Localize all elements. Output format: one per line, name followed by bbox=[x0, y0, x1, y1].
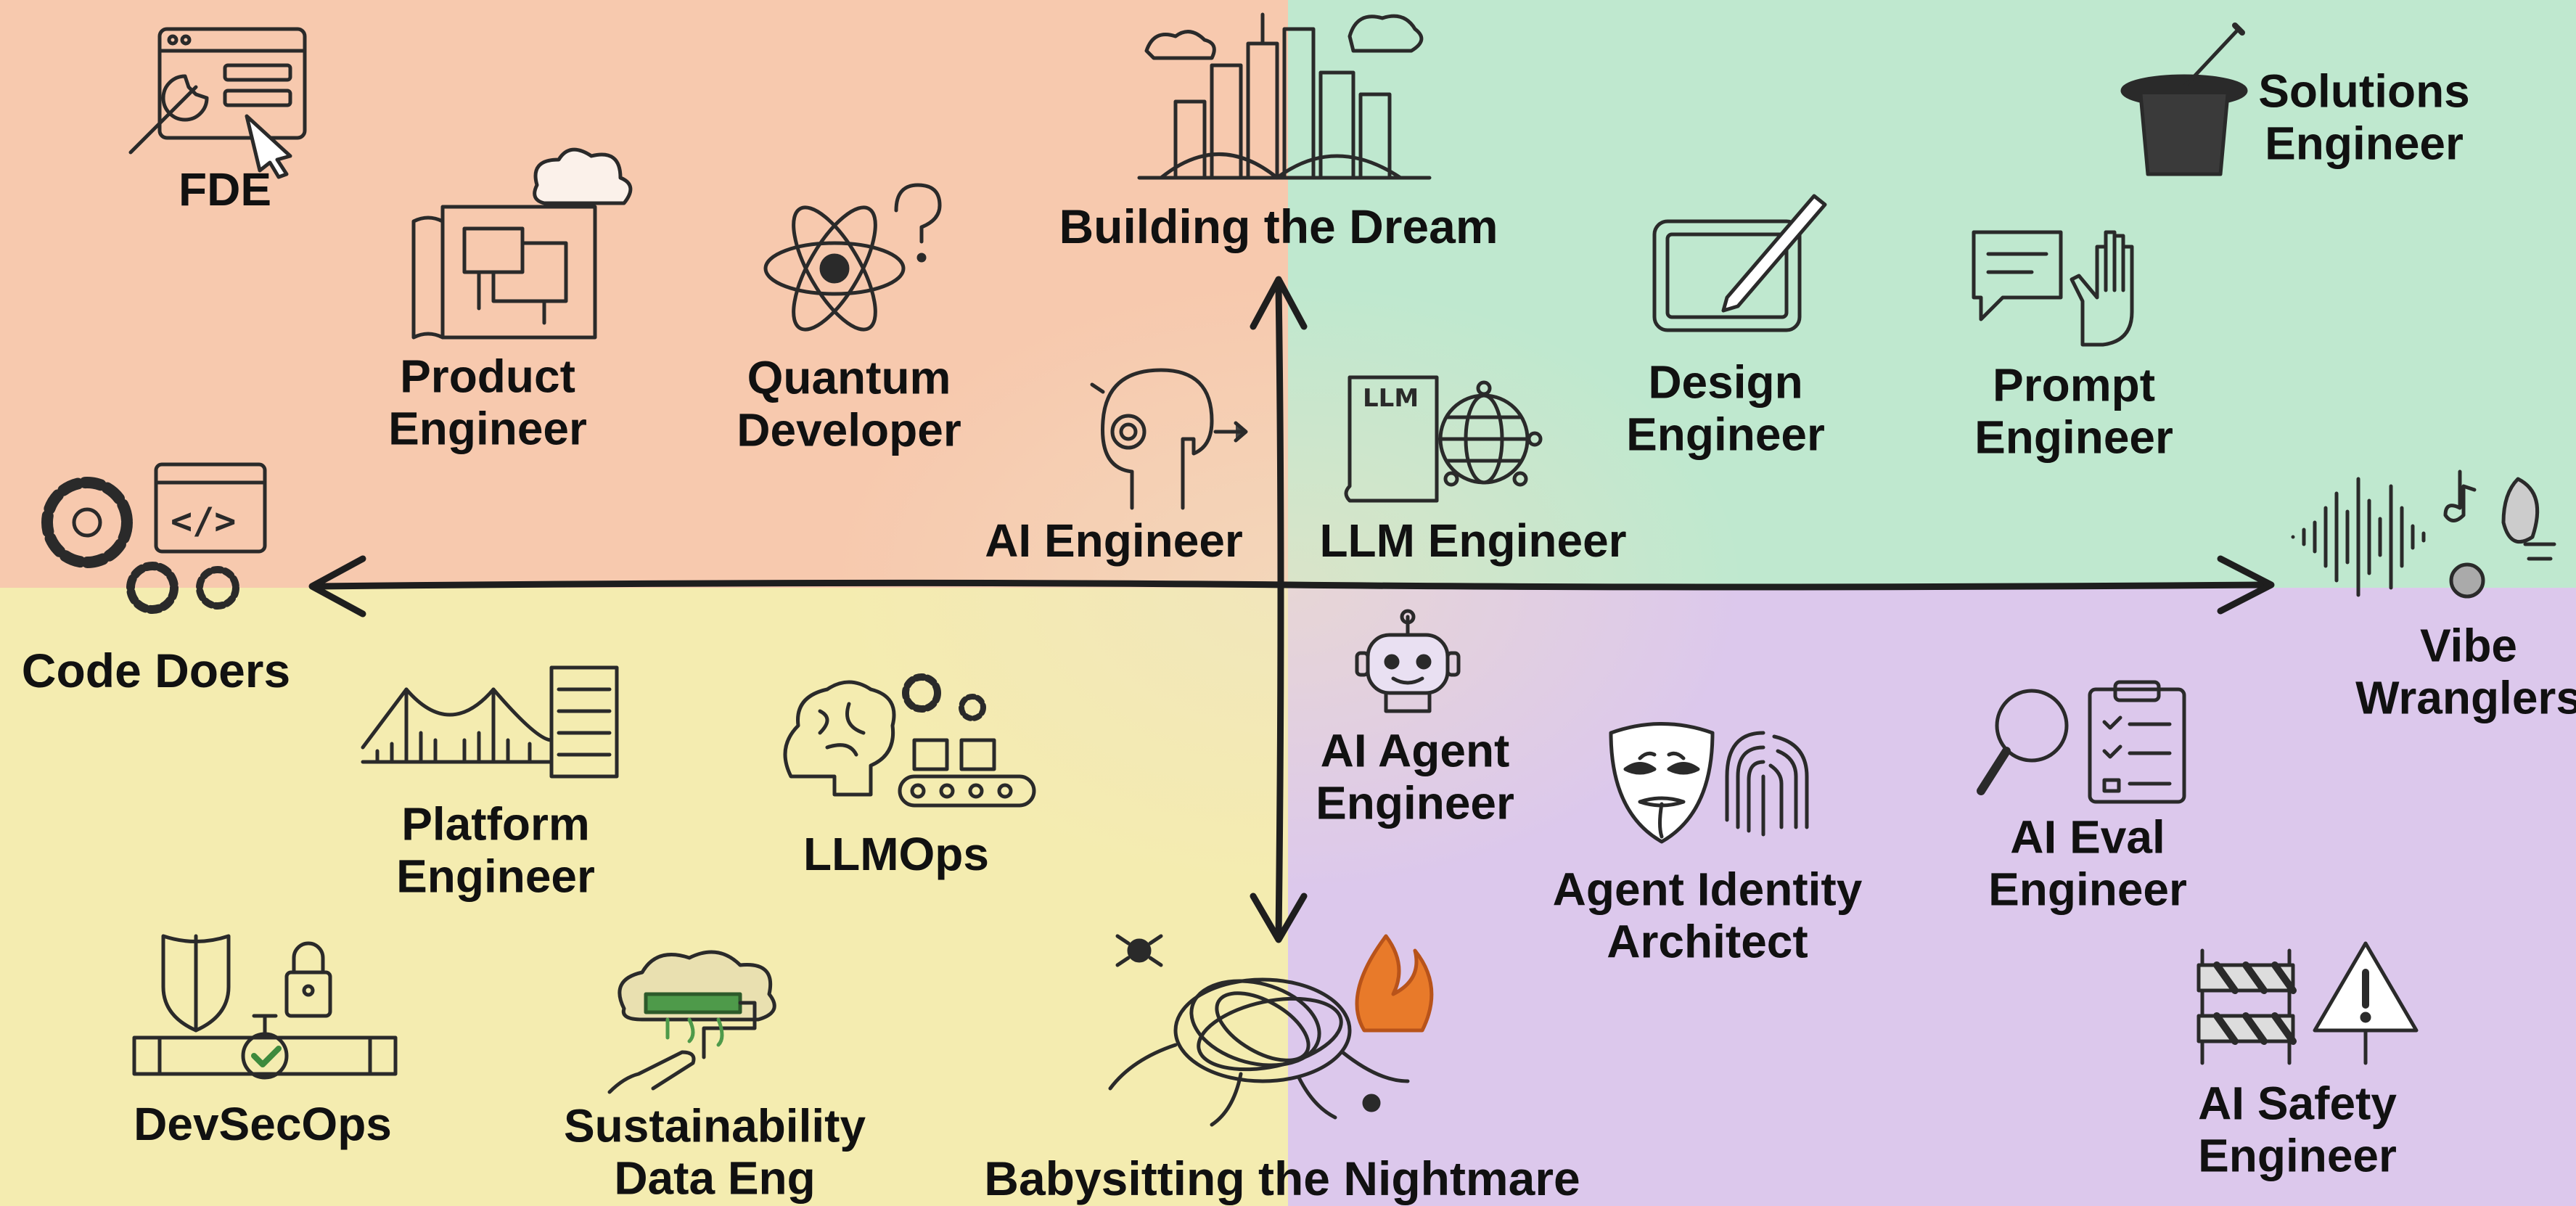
robot-head-arrow-icon bbox=[1088, 363, 1255, 515]
left-arrowhead bbox=[308, 555, 366, 618]
role-label-agent-identity-architect: Agent Identity Architect bbox=[1552, 863, 1863, 967]
chat-robot-hand-icon bbox=[1966, 218, 2170, 356]
magnifier-clipboard-icon bbox=[1974, 680, 2191, 805]
role-label-product-engineer: Product Engineer bbox=[388, 350, 587, 454]
svg-text:</>: </> bbox=[171, 500, 236, 542]
tangled-wires-fire-icon bbox=[1096, 907, 1459, 1139]
atom-question-icon bbox=[762, 181, 951, 348]
role-label-ai-agent-engineer: AI Agent Engineer bbox=[1316, 724, 1514, 829]
paint-roller-cloud-icon bbox=[595, 950, 834, 1096]
role-label-design-engineer: Design Engineer bbox=[1626, 356, 1825, 460]
role-label-ai-safety-engineer: AI Safety Engineer bbox=[2198, 1077, 2397, 1181]
role-label-sustainability-data-eng: Sustainability Data Eng bbox=[563, 1099, 866, 1204]
sound-wave-icon bbox=[2286, 457, 2561, 602]
svg-text:LLM: LLM bbox=[1363, 384, 1419, 413]
role-label-platform-engineer: Platform Engineer bbox=[396, 797, 595, 902]
role-label-devsecops: DevSecOps bbox=[134, 1098, 392, 1151]
role-label-solutions-engineer: Solutions Engineer bbox=[2258, 65, 2470, 169]
blueprint-cloud-icon bbox=[406, 147, 639, 345]
brain-conveyor-icon bbox=[776, 668, 1038, 813]
horizontal-axis bbox=[316, 579, 2268, 591]
shield-lock-pipe-icon bbox=[131, 929, 406, 1096]
right-arrowhead bbox=[2217, 555, 2275, 615]
role-label-ai-engineer: AI Engineer bbox=[985, 514, 1243, 567]
role-label-llm-engineer: LLM Engineer bbox=[1319, 514, 1627, 567]
gears-code-window-icon: </> bbox=[29, 457, 276, 631]
role-label-llmops: LLMOps bbox=[803, 828, 989, 881]
magic-hat-icon bbox=[2119, 22, 2249, 181]
role-label-ai-eval-engineer: AI Eval Engineer bbox=[1988, 811, 2187, 915]
robot-icon bbox=[1350, 609, 1466, 718]
role-label-quantum-developer: Quantum Developer bbox=[737, 351, 961, 456]
browser-wrench-cursor-icon bbox=[116, 22, 319, 179]
bottom-arrowhead bbox=[1250, 893, 1308, 943]
axis-label-top: Building the Dream bbox=[1059, 200, 1498, 254]
role-label-prompt-engineer: Prompt Engineer bbox=[1974, 358, 2173, 463]
axis-label-left: Code Doers bbox=[21, 644, 291, 698]
tablet-pen-icon bbox=[1647, 189, 1829, 334]
city-skyline-icon bbox=[1132, 7, 1437, 181]
vertical-axis bbox=[1275, 283, 1284, 940]
axis-label-right: Vibe Wranglers bbox=[2355, 619, 2576, 723]
bridge-server-icon bbox=[361, 660, 631, 784]
role-label-fde: FDE bbox=[179, 163, 271, 216]
barrier-warning-icon bbox=[2191, 936, 2424, 1067]
top-arrowhead bbox=[1250, 276, 1308, 330]
axis-label-bottom: Babysitting the Nightmare bbox=[984, 1152, 1580, 1206]
llm-book-globe-icon: LLM bbox=[1342, 363, 1546, 508]
mask-fingerprint-icon bbox=[1604, 718, 1821, 849]
